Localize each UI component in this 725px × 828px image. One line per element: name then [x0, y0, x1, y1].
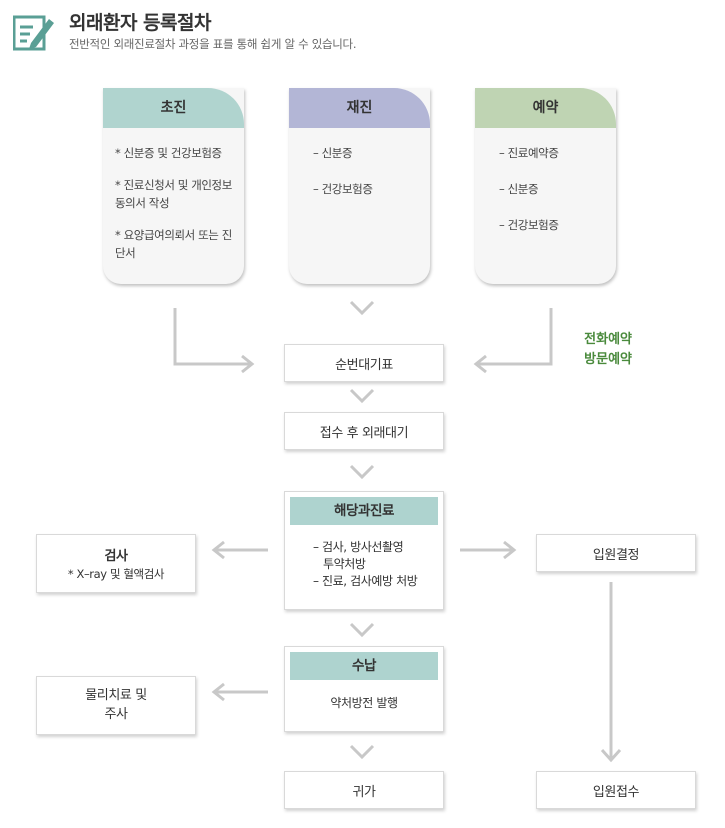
box-admission-registration: 입원접수 [536, 771, 696, 809]
chevron-down-icon [349, 622, 375, 638]
step-waiting-ticket: 순번대기표 [284, 344, 444, 382]
admission-registration-label: 입원접수 [592, 784, 640, 800]
card-reservation-title: 예약 [475, 88, 616, 128]
arrow-left-icon [211, 540, 225, 560]
edit-note-icon [13, 15, 54, 51]
card-reservation: 예약 – 진료예약증 – 신분증 – 건강보험증 [475, 88, 616, 284]
chevron-down-icon [349, 300, 375, 316]
card-item: * 요양급여의뢰서 또는 진단서 [115, 228, 232, 260]
arrow-reservation [476, 308, 553, 366]
card-item: – 건강보험증 [499, 218, 559, 232]
chevron-down-icon [349, 388, 375, 404]
arrow-first-visit [173, 308, 252, 366]
consultation-line: – 검사, 방사선촬영 [313, 540, 404, 554]
page-subtitle: 전반적인 외래진료절차 과정을 표를 통해 쉽게 알 수 있습니다. [69, 37, 357, 51]
card-first-visit: 초진 * 신분증 및 건강보험증 * 진료신청서 및 개인정보 동의서 작성 *… [103, 88, 244, 284]
step-consultation: 해당과진료 – 검사, 방사선촬영 투약처방 – 진료, 검사예방 처방 [284, 491, 444, 610]
step-consultation-title: 해당과진료 [290, 497, 438, 525]
step-label: 접수 후 외래대기 [319, 425, 409, 441]
therapy-line: 물리치료 및 [85, 688, 147, 703]
card-item: – 신분증 [313, 146, 353, 160]
card-item: – 진료예약증 [499, 146, 559, 160]
chevron-down-icon [349, 464, 375, 480]
reservation-method-note: 전화예약 방문예약 [584, 330, 632, 370]
card-first-visit-title: 초진 [103, 88, 244, 128]
box-examination: 검사 * X–ray 및 혈액검사 [36, 534, 196, 593]
visit-reservation-label: 방문예약 [584, 352, 632, 367]
card-revisit-title: 재진 [289, 88, 430, 128]
admission-decision-label: 입원결정 [592, 547, 640, 563]
phone-reservation-label: 전화예약 [584, 332, 632, 347]
therapy-line: 주사 [104, 707, 128, 722]
card-item: * 신분증 및 건강보험증 [115, 146, 222, 160]
page-title: 외래환자 등록절차 [69, 12, 211, 34]
step-payment: 수납 약처방전 발행 [284, 646, 444, 732]
arrow-right-icon [503, 540, 517, 560]
card-item: – 건강보험증 [313, 182, 373, 196]
consultation-line: 투약처방 [323, 557, 366, 571]
card-item: – 신분증 [499, 182, 539, 196]
chevron-down-icon [349, 744, 375, 760]
card-revisit: 재진 – 신분증 – 건강보험증 [289, 88, 430, 284]
step-label: 귀가 [352, 784, 376, 800]
step-payment-body: 약처방전 발행 [330, 696, 398, 710]
step-label: 순번대기표 [335, 357, 393, 373]
step-payment-title: 수납 [290, 652, 438, 680]
arrow-left-icon [211, 682, 225, 702]
arrow-down-icon [600, 748, 622, 763]
consultation-line: – 진료, 검사예방 처방 [313, 574, 418, 588]
examination-title: 검사 [104, 549, 128, 564]
box-physical-therapy: 물리치료 및 주사 [36, 676, 196, 735]
box-admission-decision: 입원결정 [536, 534, 696, 572]
card-item: * 진료신청서 및 개인정보 동의서 작성 [115, 178, 232, 210]
examination-note: * X–ray 및 혈액검사 [67, 567, 165, 581]
step-go-home: 귀가 [284, 771, 444, 809]
step-reception-wait: 접수 후 외래대기 [284, 412, 444, 450]
